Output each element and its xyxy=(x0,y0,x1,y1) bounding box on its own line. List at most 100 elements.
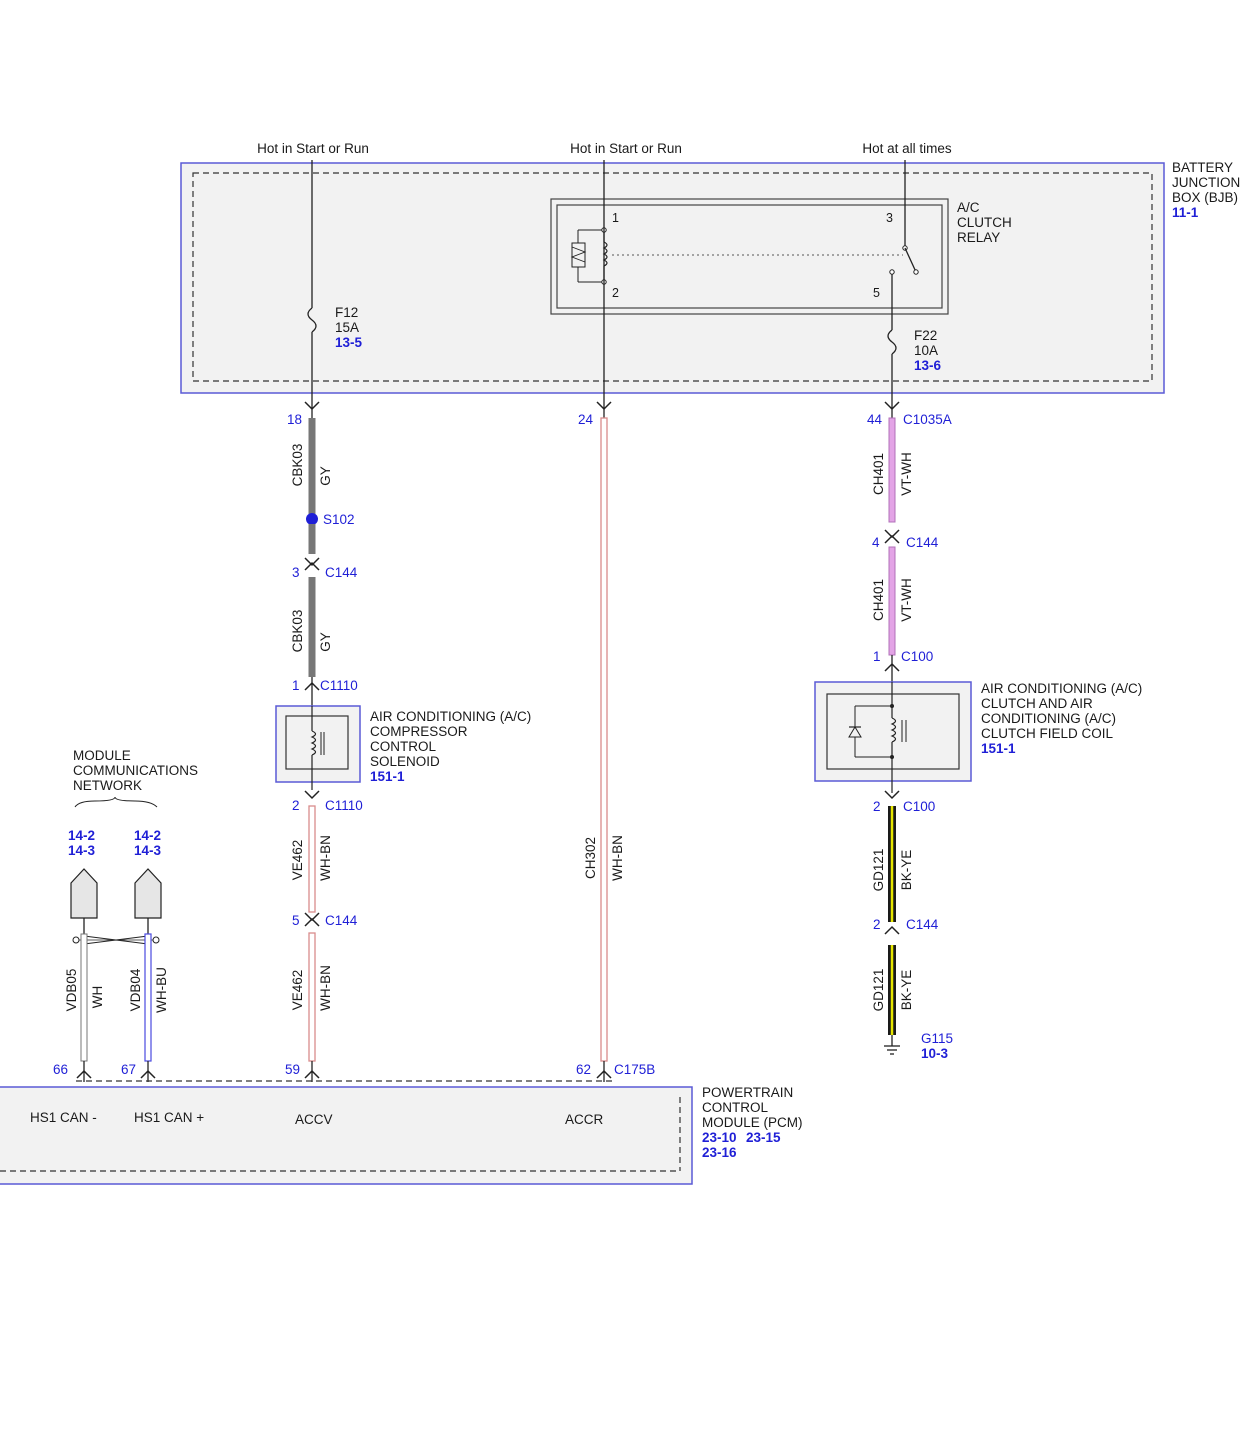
solenoid-ref[interactable]: 151-1 xyxy=(370,769,405,784)
solenoid-line3: CONTROL xyxy=(370,739,436,754)
wire1b-circuit: VE462 xyxy=(290,840,305,881)
pcm-pin-hs1-can-minus: HS1 CAN - xyxy=(30,1110,97,1125)
battery-junction-box xyxy=(180,162,1165,394)
conn-c1110-1: C1110 xyxy=(320,678,358,693)
pcm-name-line1: POWERTRAIN xyxy=(702,1085,793,1100)
solenoid-line1: AIR CONDITIONING (A/C) xyxy=(370,709,531,724)
pin-1-c1110: 1 xyxy=(292,678,300,693)
wire-ch302 xyxy=(600,417,608,1062)
network-ref-b1[interactable]: 14-2 xyxy=(134,828,161,843)
clutch-line1: AIR CONDITIONING (A/C) xyxy=(981,681,1142,696)
wire1-circuit: CBK03 xyxy=(290,444,305,487)
ground-ref[interactable]: 10-3 xyxy=(921,1046,949,1061)
relay-pin-3: 3 xyxy=(886,211,893,225)
bjb-name-line1: BATTERY xyxy=(1172,160,1233,175)
conn-c1110-2: C1110 xyxy=(325,798,363,813)
network-ref-a2[interactable]: 14-3 xyxy=(68,843,96,858)
pcm-pin-hs1-can-plus: HS1 CAN + xyxy=(134,1110,204,1125)
pcm-ref-1[interactable]: 23-10 xyxy=(702,1130,737,1145)
feed-label-2: Hot in Start or Run xyxy=(570,141,682,156)
wire3-circuit: CH401 xyxy=(871,453,886,495)
clutch-ref[interactable]: 151-1 xyxy=(981,741,1016,756)
wire3b-color2: BK-YE xyxy=(899,970,914,1011)
pcm-name-line3: MODULE (PCM) xyxy=(702,1115,803,1130)
fuse-f12-rating: 15A xyxy=(335,320,359,335)
splice-s102-label: S102 xyxy=(323,512,355,527)
wire-ve462-segment1 xyxy=(308,805,316,913)
pin-2-c144: 2 xyxy=(873,917,881,932)
wire1-circuit2: CBK03 xyxy=(290,610,305,653)
pin-18: 18 xyxy=(287,412,302,427)
feed-label-3: Hot at all times xyxy=(862,141,952,156)
wire-cbk03-segment1 xyxy=(308,418,316,514)
network-color-b: WH-BU xyxy=(154,967,169,1013)
conn-c144-3: C144 xyxy=(906,535,939,550)
wire3-color: VT-WH xyxy=(899,452,914,496)
pin-4-c144: 4 xyxy=(872,535,880,550)
conn-c1035a: C1035A xyxy=(903,412,952,427)
pcm-pin-accv: ACCV xyxy=(295,1112,333,1127)
fuse-f22-rating: 10A xyxy=(914,343,938,358)
pin-44: 44 xyxy=(867,412,883,427)
conn-c100-1: C100 xyxy=(901,649,933,664)
pin-62: 62 xyxy=(576,1062,591,1077)
conn-c144-2: C144 xyxy=(325,913,358,928)
relay-pin-2: 2 xyxy=(612,286,619,300)
network-ref-a1[interactable]: 14-2 xyxy=(68,828,95,843)
wire1b-color2: WH-BN xyxy=(318,965,333,1011)
pin-2-c100: 2 xyxy=(873,799,881,814)
wire2-circuit: CH302 xyxy=(583,837,598,879)
wire-gd121-segment1 xyxy=(888,806,896,922)
fuse-f22-ref[interactable]: 13-6 xyxy=(914,358,942,373)
clutch-line2: CLUTCH AND AIR xyxy=(981,696,1093,711)
network-connector-b xyxy=(134,868,162,919)
ground-g115: G115 xyxy=(921,1031,953,1046)
relay-name-line2: CLUTCH xyxy=(957,215,1012,230)
conn-c144-1: C144 xyxy=(325,565,358,580)
bjb-ref[interactable]: 11-1 xyxy=(1172,205,1199,220)
wire-vdb04 xyxy=(144,933,152,1062)
wire3b-color: BK-YE xyxy=(899,850,914,891)
solenoid-line4: SOLENOID xyxy=(370,754,440,769)
wire3-circuit2: CH401 xyxy=(871,579,886,621)
ground-symbol xyxy=(884,1035,900,1055)
clutch-line4: CLUTCH FIELD COIL xyxy=(981,726,1114,741)
relay-pin-5: 5 xyxy=(873,286,880,300)
wire-ch401-segment2 xyxy=(888,546,896,656)
wire2-color: WH-BN xyxy=(610,835,625,881)
relay-name-line1: A/C xyxy=(957,200,980,215)
network-circuit-b: VDB04 xyxy=(128,968,143,1011)
conn-c100-2: C100 xyxy=(903,799,935,814)
wire1-color2: GY xyxy=(318,632,333,652)
bjb-name-line3: BOX (BJB) xyxy=(1172,190,1238,205)
pin-1-c100: 1 xyxy=(873,649,881,664)
fuse-f22-symbol xyxy=(887,329,897,355)
wire3b-circuit: GD121 xyxy=(871,849,886,892)
pin-66: 66 xyxy=(53,1062,68,1077)
network-circuit-a: VDB05 xyxy=(64,969,79,1012)
network-color-a: WH xyxy=(90,986,105,1009)
fuse-f22-id: F22 xyxy=(914,328,937,343)
network-line2: COMMUNICATIONS xyxy=(73,763,198,778)
conn-c175b: C175B xyxy=(614,1062,655,1077)
conn-c144-4: C144 xyxy=(906,917,939,932)
relay-pin-1: 1 xyxy=(612,211,619,225)
pcm-ref-2[interactable]: 23-15 xyxy=(746,1130,781,1145)
wire1-color: GY xyxy=(318,466,333,486)
network-connector-a xyxy=(70,868,98,919)
pcm-ref-3[interactable]: 23-16 xyxy=(702,1145,737,1160)
wire-cbk03-segment2 xyxy=(308,577,316,677)
network-ref-b2[interactable]: 14-3 xyxy=(134,843,162,858)
wire3b-circuit2: GD121 xyxy=(871,969,886,1012)
powertrain-control-module xyxy=(0,1080,693,1185)
pin-59: 59 xyxy=(285,1062,300,1077)
splice-s102 xyxy=(306,513,318,525)
wire-vdb05 xyxy=(80,933,88,1062)
wire3-color2: VT-WH xyxy=(899,578,914,622)
fuse-f12-ref[interactable]: 13-5 xyxy=(335,335,363,350)
wire1b-circuit2: VE462 xyxy=(290,970,305,1011)
pin-67: 67 xyxy=(121,1062,136,1077)
wire1b-color: WH-BN xyxy=(318,835,333,881)
wire-ch401-segment1 xyxy=(888,417,896,523)
